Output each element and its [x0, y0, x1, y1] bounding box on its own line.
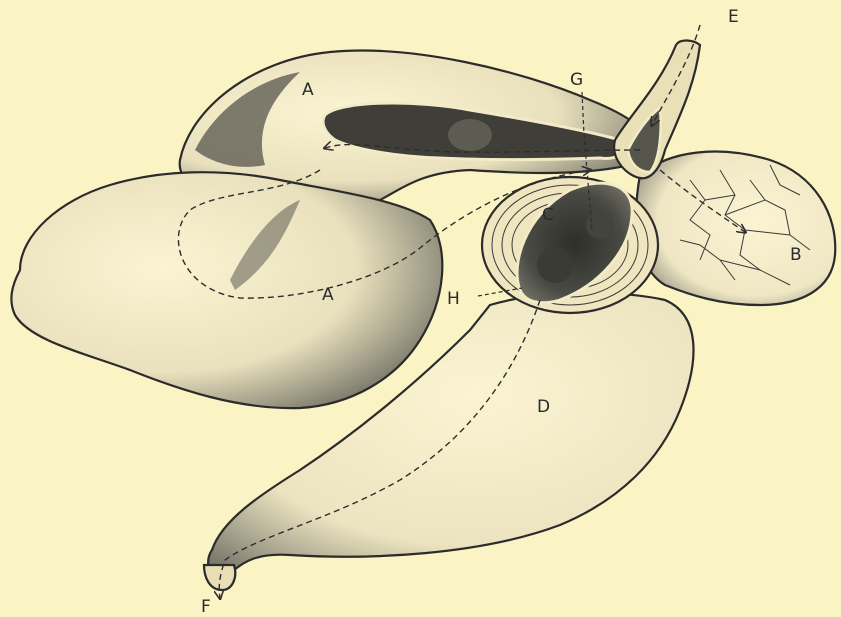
omasum-fold-right [586, 211, 614, 239]
label-a-lower: A [322, 285, 334, 305]
label-g: G [570, 70, 583, 90]
label-b: B [790, 245, 802, 265]
label-c: C [542, 205, 554, 225]
rumen-lower-sac [11, 172, 442, 408]
label-e: E [728, 7, 739, 27]
label-f: F [201, 597, 211, 617]
label-a-upper: A [302, 80, 314, 100]
label-d: D [537, 397, 550, 417]
label-h: H [447, 289, 460, 309]
omasum-fold-left [537, 247, 573, 283]
groove-lip [448, 119, 492, 151]
reticulum [636, 152, 835, 305]
